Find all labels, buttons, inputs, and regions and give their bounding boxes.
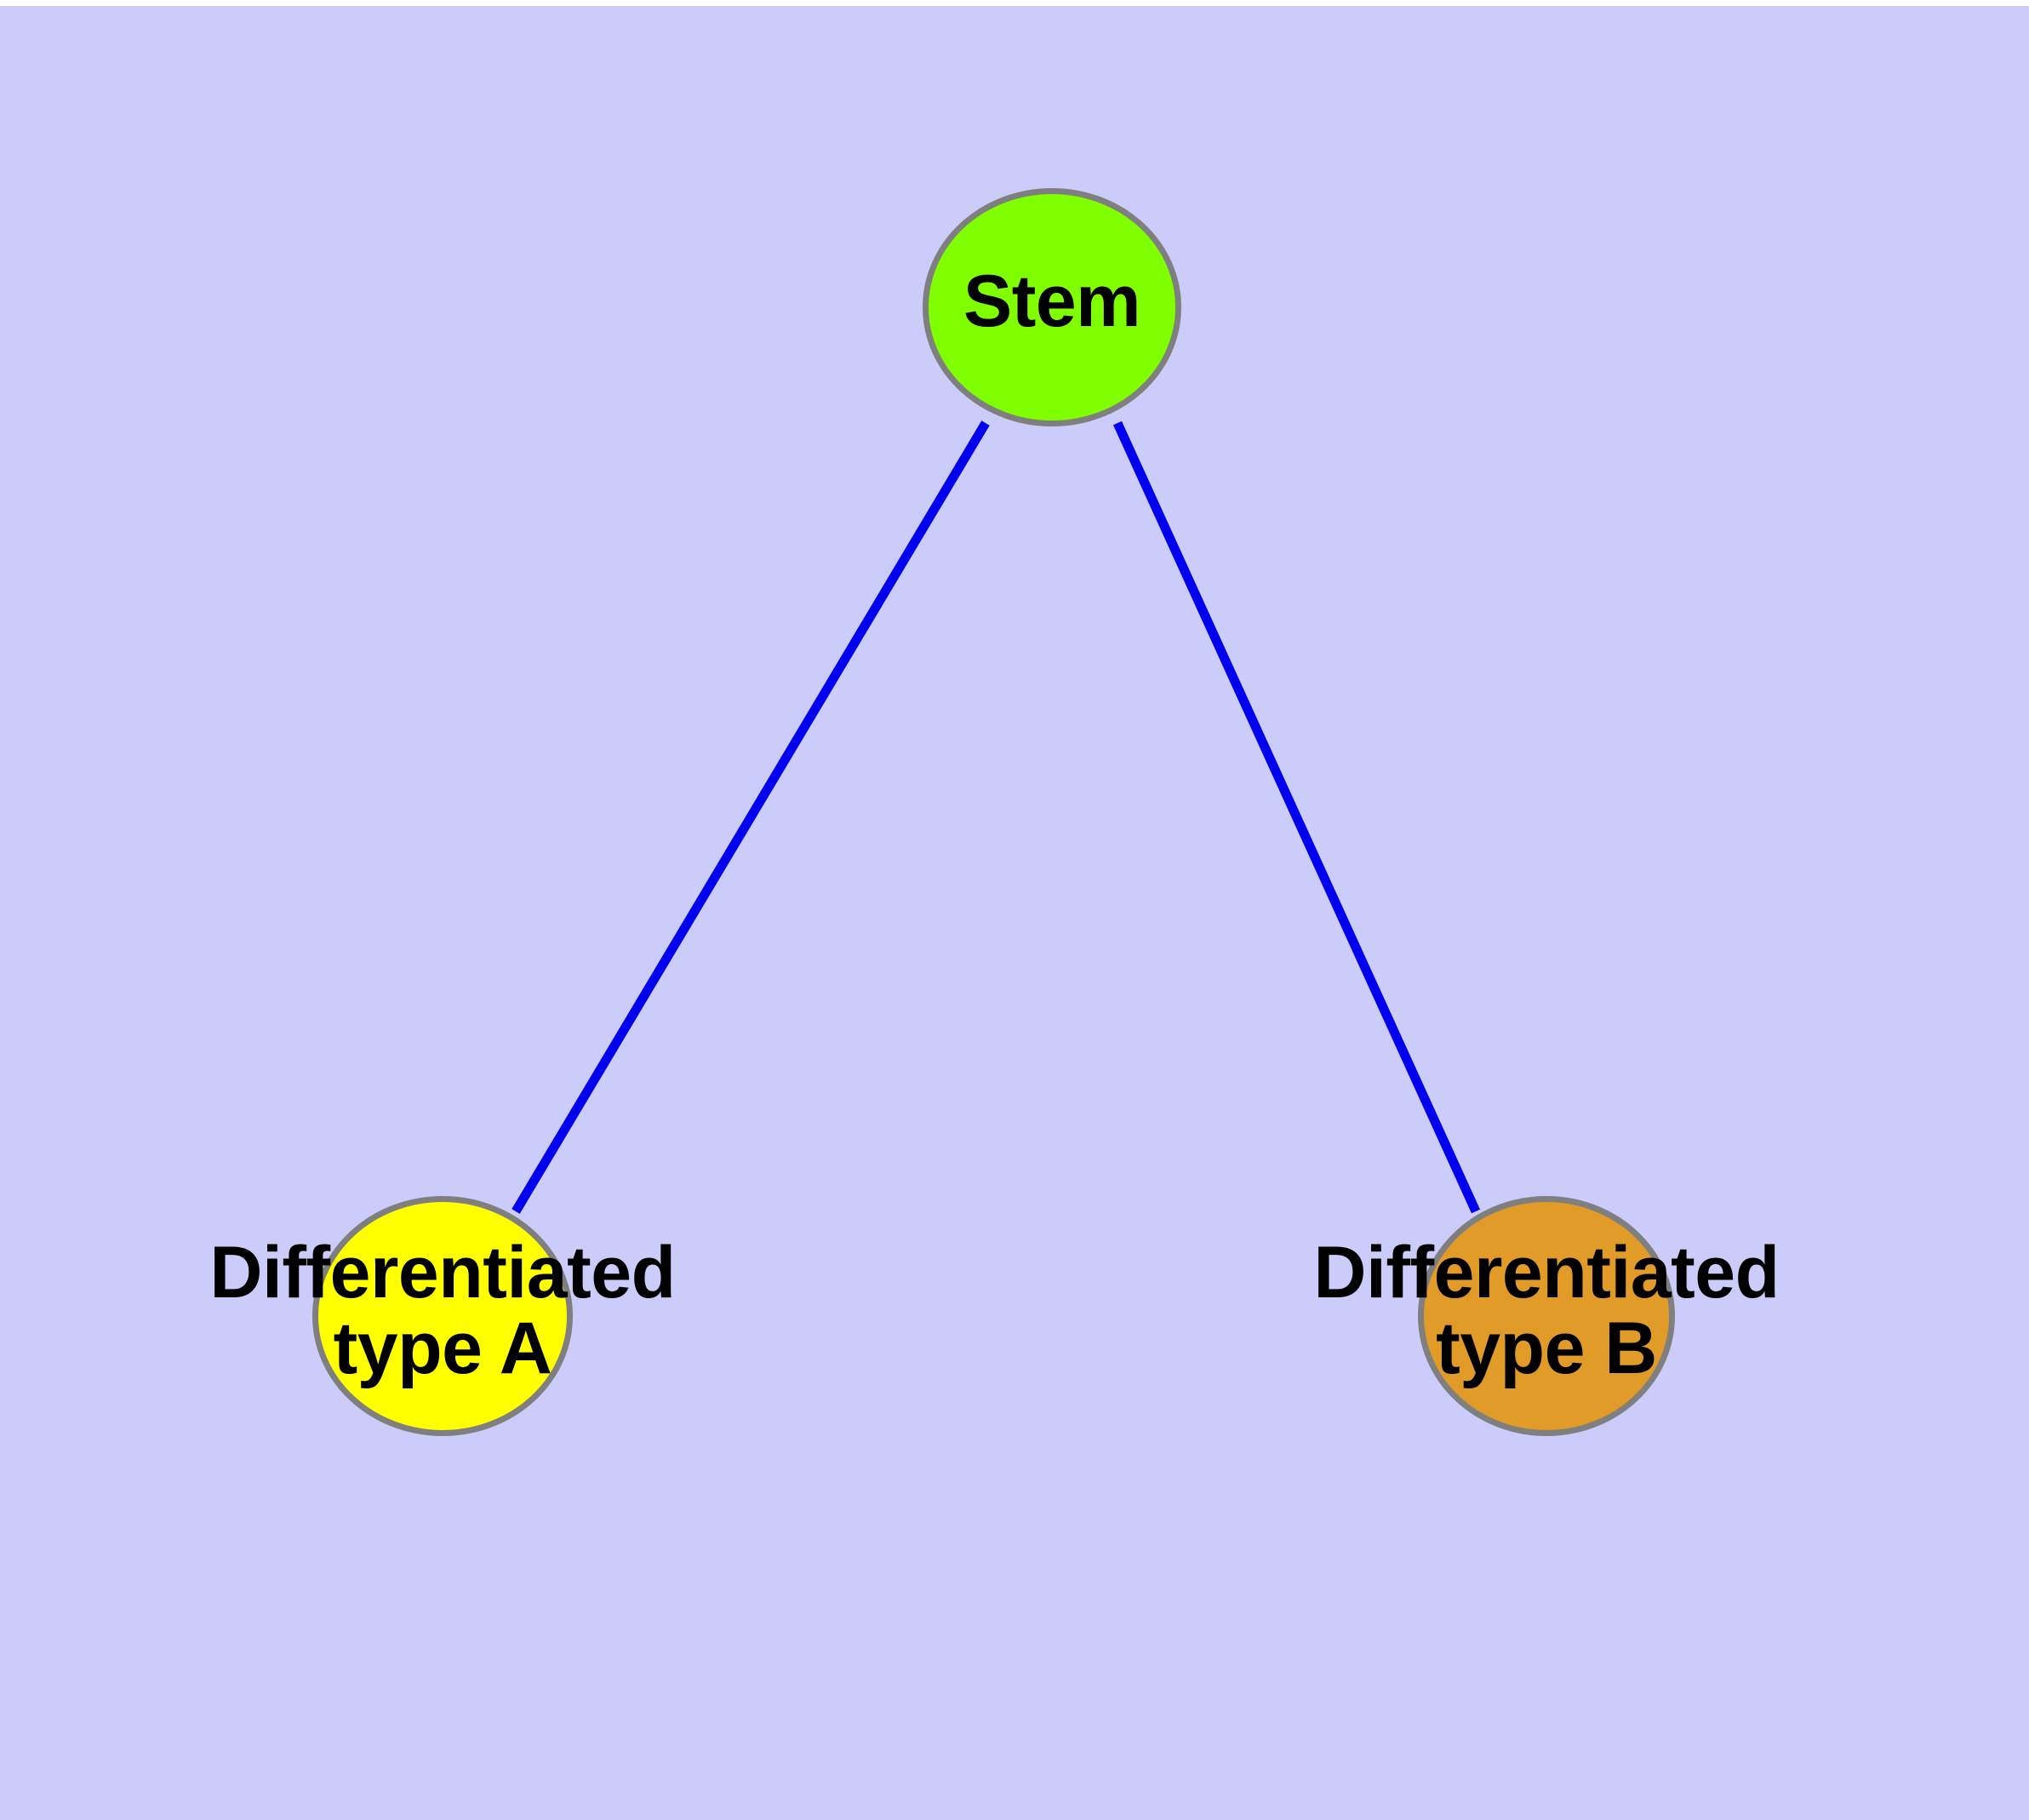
node-diff-b[interactable] (1418, 1196, 1675, 1436)
edge-layer (512, 421, 1481, 1214)
edge-stem-to-diff-b[interactable] (1112, 421, 1481, 1214)
node-layer (312, 188, 1675, 1436)
node-stem[interactable] (923, 188, 1181, 426)
node-diff-a[interactable] (312, 1196, 573, 1436)
edge-stem-to-diff-a[interactable] (512, 421, 990, 1214)
